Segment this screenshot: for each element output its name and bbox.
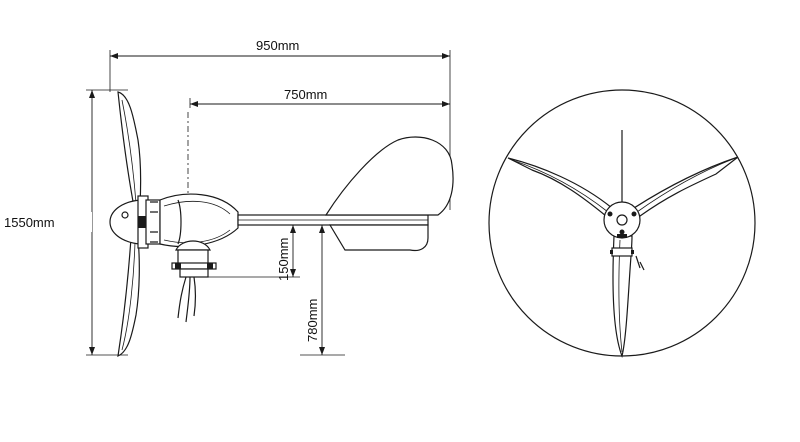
yaw-mount	[171, 240, 217, 278]
cables	[177, 276, 197, 323]
tower-front	[610, 247, 645, 271]
blade-right	[633, 156, 739, 217]
dimension-780: 780mm	[300, 225, 345, 356]
dimension-150: 150mm	[208, 224, 300, 281]
label-750mm: 750mm	[284, 87, 327, 102]
tail-boom	[237, 214, 429, 252]
label-780mm: 780mm	[305, 299, 320, 342]
nacelle	[159, 193, 239, 248]
hub-side	[109, 195, 161, 249]
tail-fin	[324, 136, 454, 216]
side-view: 950mm 750mm 1550mm	[4, 38, 454, 357]
label-150mm: 150mm	[276, 238, 291, 281]
dimension-950: 950mm	[109, 38, 451, 210]
label-1550mm: 1550mm	[4, 215, 55, 230]
hub-front	[603, 201, 641, 239]
blade-left	[507, 157, 613, 217]
dimension-1550: 1550mm	[4, 89, 128, 356]
rotor-blades-side	[117, 91, 142, 357]
label-950mm: 950mm	[256, 38, 299, 53]
front-view	[488, 89, 756, 358]
